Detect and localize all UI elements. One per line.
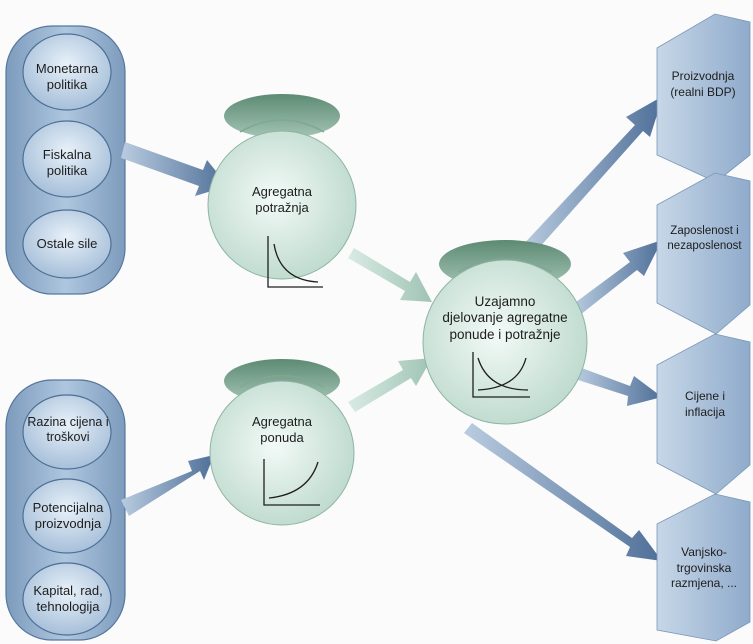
label-output-prices: Cijene i inflacija [684, 389, 726, 419]
label-output-trade: Vanjsko- trgovinska razmjena, ... [670, 545, 738, 591]
oval-monetary-policy [22, 33, 112, 111]
label-fiscal-policy: Fiskalna politika [42, 147, 92, 178]
arrow-to-employment [572, 240, 662, 315]
oval-fiscal-policy [22, 120, 112, 198]
label-monetary-policy: Monetarna politika [35, 61, 99, 92]
arrow-to-prices [575, 367, 662, 406]
arrow-to-supply [121, 455, 214, 516]
label-output-production: Proizvodnja (realni BDP) [670, 69, 736, 99]
arrow-supply-to-interaction [348, 358, 432, 412]
label-aggregate-supply: Agregatna ponuda [252, 414, 312, 445]
label-other-forces: Ostale sile [36, 236, 98, 251]
demand-curve-icon [267, 236, 323, 288]
supply-curve-icon [263, 459, 320, 506]
arrow-demand-to-interaction [348, 248, 432, 302]
oval-potential-output [22, 478, 112, 554]
intersection-curves-icon [472, 352, 530, 398]
arrow-to-demand [121, 142, 228, 196]
supply-circle [209, 359, 355, 526]
label-capital-labor-tech: Kapital, rad, tehnologija [33, 583, 103, 614]
interaction-circle [422, 240, 588, 425]
output-prism-employment [656, 172, 751, 335]
oval-capital-labor-tech [22, 562, 112, 636]
output-prism-prices [656, 333, 751, 495]
label-interaction: Uzajamno djelovanje agregatne ponude i p… [442, 294, 568, 342]
oval-price-level-costs [22, 394, 112, 470]
label-price-level-costs: Razina cijena i troškovi [27, 415, 109, 445]
label-output-employment: Zaposlenost i nezaposlenost [667, 225, 742, 252]
arrow-to-output [520, 96, 663, 258]
output-prism-production [656, 13, 751, 183]
output-prism-trade [656, 493, 751, 642]
demand-circle [207, 94, 357, 280]
label-potential-output: Potencijalna proizvodnja [32, 500, 104, 531]
arrow-to-trade [464, 423, 662, 561]
label-aggregate-demand: Agregatna potražnja [252, 184, 312, 215]
oval-other-forces [22, 209, 112, 279]
